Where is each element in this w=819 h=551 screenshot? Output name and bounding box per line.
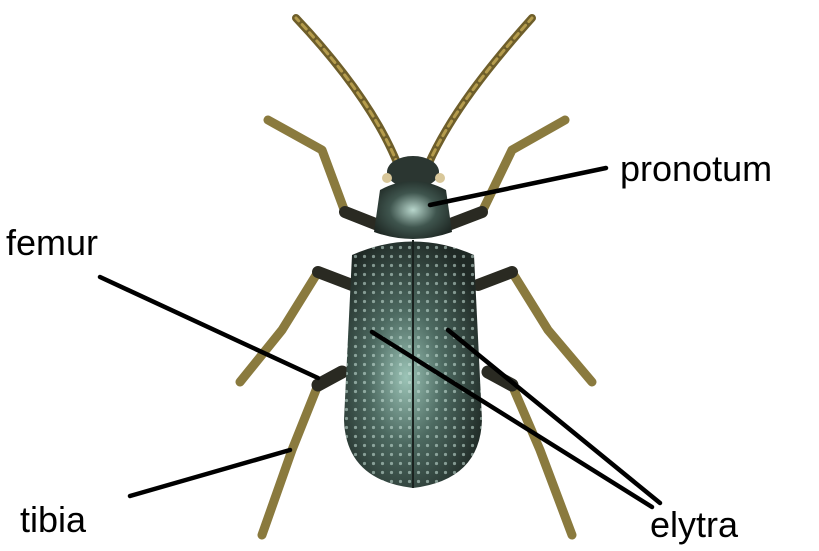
pronotum-leader-line — [430, 168, 606, 205]
tibia-label: tibia — [20, 502, 86, 538]
tibia-leader-line — [130, 450, 290, 496]
femur-label: femur — [6, 225, 98, 261]
pronotum-label: pronotum — [620, 151, 772, 187]
beetle-pronotum — [374, 181, 452, 239]
antennae — [296, 18, 532, 165]
elytra-label: elytra — [650, 507, 738, 543]
